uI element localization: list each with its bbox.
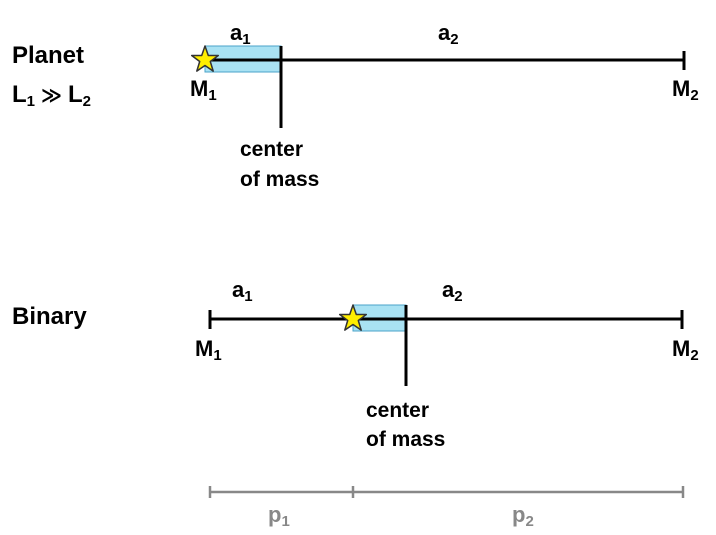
binary-m1-label: M1	[195, 336, 222, 364]
binary-center-label-line1: center	[366, 399, 429, 422]
star-icon	[338, 304, 368, 331]
binary-a1-label: a1	[232, 277, 253, 305]
binary-m2-label: M2	[672, 336, 699, 364]
planet-center-label-line1: center	[240, 138, 303, 161]
scale-p1-label: p1	[268, 502, 290, 530]
planet-a1-label: a1	[230, 20, 251, 48]
star-icon	[190, 45, 220, 72]
planet-title: Planet	[12, 42, 84, 69]
binary-a2-label: a2	[442, 277, 463, 305]
planet-center-label-line2: of mass	[240, 168, 319, 191]
scale-p2-label: p2	[512, 502, 534, 530]
planet-m2-label: M2	[672, 76, 699, 104]
binary-section: Binary a1 a2 M1 M2 center of mass	[12, 277, 699, 451]
planet-m1-label: M1	[190, 76, 217, 104]
period-scale: p1 p2	[208, 486, 685, 530]
planet-section: Planet L1≫L2 a1 a2 M1 M2 center of mass	[12, 20, 699, 191]
planet-condition: L1≫L2	[12, 81, 91, 110]
binary-title: Binary	[12, 303, 87, 330]
planet-a2-label: a2	[438, 20, 459, 48]
binary-center-label-line2: of mass	[366, 428, 445, 451]
